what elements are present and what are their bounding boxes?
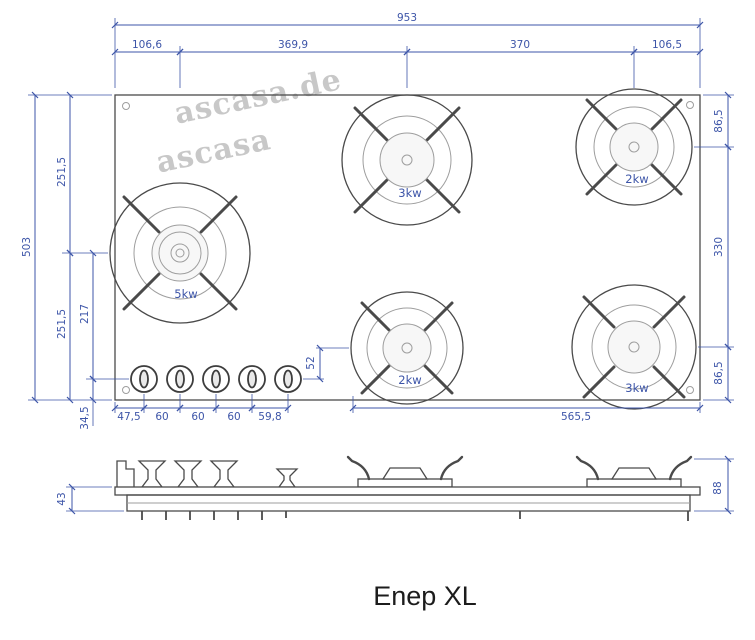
dim-right-column: 86,5 330 86,5 (713, 91, 732, 404)
control-knob-4 (238, 365, 266, 393)
watermark: ascasa.de ascasa (153, 62, 345, 180)
dim-overall-width-label: 953 (397, 12, 417, 24)
dim-right-top-label: 86,5 (713, 109, 725, 132)
top-view: 5kw 3kw 2kw (109, 88, 701, 410)
burner-profile-middle (346, 455, 464, 488)
burner-3kw-bottom-label: 3kw (625, 381, 648, 395)
watermark-text-2: ascasa (153, 122, 274, 180)
control-knob-2 (166, 365, 194, 393)
burner-5kw: 5kw (109, 182, 251, 324)
dim-overall-height-label: 503 (21, 237, 33, 257)
burner-2kw-bottom-label: 2kw (398, 373, 421, 387)
fixing-stems (141, 511, 689, 521)
dim-overall-width: 953 (111, 12, 704, 29)
dim-seg-left-label: 106,6 (132, 39, 162, 51)
dim-knob-pitch-2-label: 60 (191, 411, 204, 423)
dim-knob-offset-label: 47,5 (117, 411, 140, 423)
dimension-annotations: 953 106,6 369,9 370 106,5 503 251,5 251,… (21, 12, 734, 430)
dim-burner-to-knob-vertical: 52 (305, 344, 324, 383)
watermark-text-1: ascasa.de (171, 62, 344, 132)
dim-knob-pitch-3-label: 60 (227, 411, 240, 423)
dim-left-column: 503 251,5 251,5 217 34,5 (21, 91, 97, 430)
dim-top-segments: 106,6 369,9 370 106,5 (111, 39, 704, 56)
dim-burner-to-knob-v-label: 52 (305, 356, 317, 369)
burner-3kw-bottom: 3kw (571, 284, 697, 410)
dim-burner-to-knobs-label: 217 (79, 304, 91, 324)
dim-right-mid-label: 330 (713, 237, 725, 257)
drawing-title: Enep XL (373, 581, 477, 611)
control-knob-3 (202, 365, 230, 393)
burner-2kw-bottom: 2kw (350, 291, 464, 405)
burner-2kw-top-label: 2kw (625, 172, 648, 186)
dim-bottom-span-label: 565,5 (561, 411, 591, 423)
control-knob-1 (130, 365, 158, 393)
dim-seg-right-label: 106,5 (652, 39, 682, 51)
dim-seg-mid-right-label: 370 (510, 39, 530, 51)
dim-bottom-row: 47,5 60 60 60 59,8 565,5 (111, 404, 704, 423)
side-view: 43 88 (56, 455, 734, 521)
knob-profiles (137, 460, 299, 488)
burner-2kw-top: 2kw (575, 88, 693, 206)
dim-left-upper-label: 251,5 (56, 157, 68, 187)
mounting-bracket (116, 460, 135, 487)
dim-knob-pitch-4-label: 59,8 (258, 411, 281, 423)
dim-total-height-label: 88 (712, 481, 724, 494)
dim-knobs-to-edge-label: 34,5 (79, 406, 91, 429)
burner-3kw-top: 3kw (341, 94, 473, 226)
corner-holes (122, 101, 694, 394)
burner-profile-right (575, 455, 693, 488)
glass-panel-profile (114, 486, 701, 496)
burner-3kw-top-label: 3kw (398, 186, 421, 200)
dim-right-bottom-label: 86,5 (713, 361, 725, 384)
dim-side-view: 43 88 (56, 455, 734, 515)
dim-knob-pitch-1-label: 60 (155, 411, 168, 423)
dim-seg-mid-left-label: 369,9 (278, 39, 308, 51)
burner-5kw-label: 5kw (174, 287, 197, 301)
dim-left-lower-label: 251,5 (56, 309, 68, 339)
control-knob-5 (274, 365, 302, 393)
dim-front-height-label: 43 (56, 492, 68, 505)
control-knobs (130, 365, 302, 393)
